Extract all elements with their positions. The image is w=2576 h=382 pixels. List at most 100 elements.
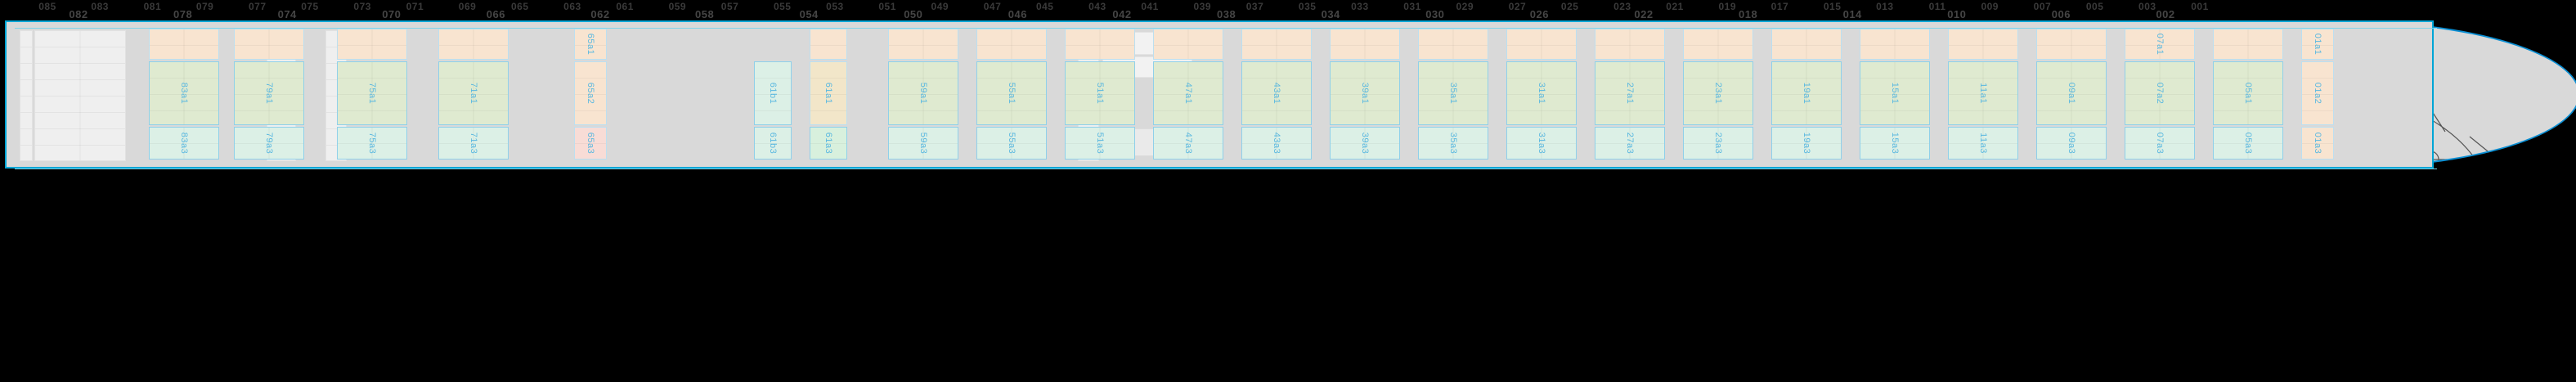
container-slot-deck[interactable] [1860,29,1930,60]
container-slot-lower[interactable]: 75a3 [337,127,407,160]
container-slot-lower[interactable]: 61b3 [754,127,792,160]
container-slot-deck[interactable] [1948,29,2018,60]
container-slot-deck[interactable]: 07a1 [2125,29,2195,60]
container-slot-hold[interactable]: 51a1 [1065,61,1135,125]
bay-number-odd: 079 [195,1,214,12]
container-slot-deck[interactable] [2036,29,2107,60]
slot-label: 65a2 [586,82,595,105]
container-slot-hold[interactable]: 05a1 [2213,61,2283,125]
slot-label: 09a3 [2067,132,2076,155]
container-slot-lower[interactable]: 71a3 [438,127,509,160]
container-slot-deck[interactable]: 65a1 [574,29,607,60]
container-slot-lower[interactable]: 59a3 [888,127,958,160]
container-slot-lower[interactable]: 47a3 [1153,127,1223,160]
container-slot-hold[interactable]: 65a2 [574,61,607,125]
container-slot-lower[interactable]: 31a3 [1506,127,1577,160]
container-slot-hold[interactable]: 43a1 [1241,61,1312,125]
container-slot-deck[interactable] [1683,29,1753,60]
container-slot-hold[interactable]: 61b1 [754,61,792,125]
container-slot-deck[interactable] [1418,29,1488,60]
container-slot-lower[interactable]: 61a3 [810,127,847,160]
container-slot-lower[interactable]: 05a3 [2213,127,2283,160]
container-slot-hold[interactable]: 79a1 [234,61,304,125]
container-slot-deck[interactable] [976,29,1047,60]
container-slot-hold[interactable]: 47a1 [1153,61,1223,125]
container-slot-hold[interactable]: 19a1 [1771,61,1842,125]
container-slot-lower[interactable]: 43a3 [1241,127,1312,160]
container-slot-deck[interactable] [149,29,219,60]
container-slot-hold[interactable]: 09a1 [2036,61,2107,125]
container-slot-lower[interactable]: 09a3 [2036,127,2107,160]
container-slot-lower[interactable]: 79a3 [234,127,304,160]
container-slot-deck[interactable] [1065,29,1135,60]
container-slot-deck[interactable] [1330,29,1400,60]
container-slot-lower[interactable]: 01a3 [2301,127,2334,160]
container-slot-lower[interactable]: 27a3 [1595,127,1665,160]
container-slot-hold[interactable]: 39a1 [1330,61,1400,125]
container-slot-lower[interactable]: 35a3 [1418,127,1488,160]
slot-label: 01a3 [2313,132,2322,155]
container-slot-deck[interactable]: 01a1 [2301,29,2334,60]
container-slot-hold[interactable]: 71a1 [438,61,509,125]
container-slot-deck[interactable] [1771,29,1842,60]
container-slot-lower[interactable]: 15a3 [1860,127,1930,160]
container-slot-deck[interactable] [438,29,509,60]
container-slot-deck[interactable] [2213,29,2283,60]
container-slot-hold[interactable]: 31a1 [1506,61,1577,125]
container-slot-hold[interactable]: 83a1 [149,61,219,125]
container-slot-deck[interactable] [888,29,958,60]
container-slot-lower[interactable]: 51a3 [1065,127,1135,160]
container-slot-lower[interactable]: 83a3 [149,127,219,160]
container-slot-hold[interactable]: 27a1 [1595,61,1665,125]
container-slot-hold[interactable]: 11a1 [1948,61,2018,125]
container-slot-hold[interactable]: 15a1 [1860,61,1930,125]
container-slot-hold[interactable]: 35a1 [1418,61,1488,125]
container-slot-lower[interactable]: 07a3 [2125,127,2195,160]
container-slot-deck[interactable] [1506,29,1577,60]
container-slot-lower[interactable]: 39a3 [1330,127,1400,160]
container-slot-lower[interactable]: 19a3 [1771,127,1842,160]
container-slot-hold[interactable]: 61a1 [810,61,847,125]
container-slot-lower[interactable]: 11a3 [1948,127,2018,160]
container-slot-lower[interactable]: 65a3 [574,127,607,160]
container-slot-deck[interactable] [337,29,407,60]
container-slot-deck[interactable] [810,29,847,60]
bay-column[interactable]: 09a1 09a3 [2036,20,2107,169]
container-slot-hold[interactable]: 07a2 [2125,61,2195,125]
bay-column[interactable]: 65a1 65a2 65a3 [574,20,607,169]
container-slot-hold[interactable]: 23a1 [1683,61,1753,125]
container-slot-deck[interactable] [1153,29,1223,60]
container-slot-hold[interactable]: 01a2 [2301,61,2334,125]
container-slot-lower[interactable]: 55a3 [976,127,1047,160]
container-slot-deck[interactable] [1241,29,1312,60]
container-slot-hold[interactable]: 59a1 [888,61,958,125]
container-slot-lower[interactable]: 23a3 [1683,127,1753,160]
container-slot-deck[interactable] [234,29,304,60]
container-slot-deck[interactable] [1595,29,1665,60]
container-slot-hold[interactable]: 55a1 [976,61,1047,125]
container-slot-hold[interactable]: 75a1 [337,61,407,125]
